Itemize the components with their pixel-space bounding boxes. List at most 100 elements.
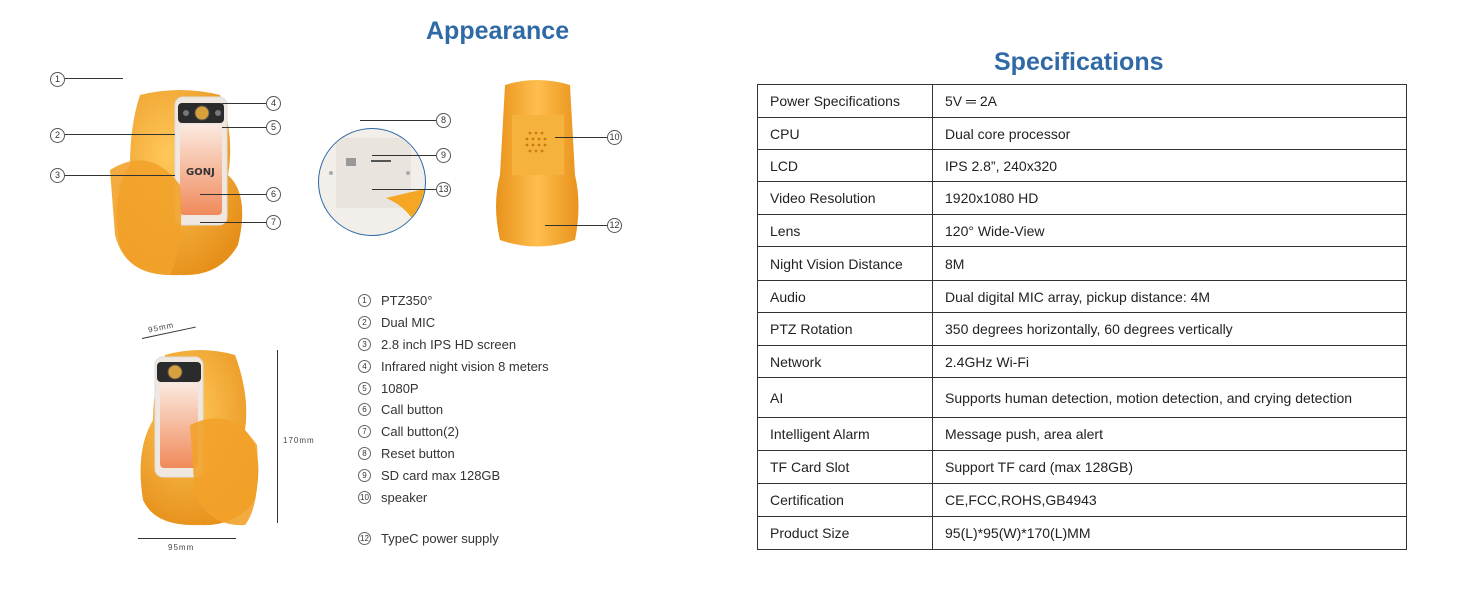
device-detail-zoom [318, 128, 426, 236]
feature-label: Dual MIC [381, 315, 436, 331]
callout-6: 6 [266, 187, 281, 202]
callout-8: 8 [436, 113, 451, 128]
appearance-title: Appearance [426, 17, 570, 45]
spec-value: 5V ═ 2A [932, 84, 1407, 118]
callout-1: 1 [50, 72, 65, 87]
feature-label: PTZ350° [381, 293, 433, 309]
spec-key: LCD [757, 149, 933, 182]
spec-value: IPS 2.8”, 240x320 [932, 149, 1407, 182]
spec-key: Intelligent Alarm [757, 417, 933, 451]
feature-item: 6 Call button [358, 399, 549, 421]
spec-key: PTZ Rotation [757, 312, 933, 346]
spec-key: TF Card Slot [757, 450, 933, 484]
spec-value: 1920x1080 HD [932, 181, 1407, 215]
feature-number: 12 [358, 532, 371, 546]
callout-13: 13 [436, 182, 451, 197]
callout-12: 12 [607, 218, 622, 233]
spec-key: Audio [757, 280, 933, 313]
spec-key: Certification [757, 483, 933, 517]
brand-logo: GONJ [186, 167, 215, 178]
leader-10 [555, 137, 607, 138]
leader-9 [372, 155, 436, 156]
leader-13 [372, 189, 436, 190]
spec-value: Supports human detection, motion detecti… [932, 377, 1407, 418]
dimension-line-height [277, 350, 278, 523]
callout-4: 4 [266, 96, 281, 111]
feature-label: SD card max 128GB [381, 467, 501, 483]
leader-2 [65, 134, 175, 135]
leader-3 [65, 175, 175, 176]
feature-label: Infrared night vision 8 meters [381, 358, 549, 374]
spec-value: Dual core processor [932, 117, 1407, 150]
leader-7 [200, 222, 266, 223]
device-back-illustration [496, 80, 579, 247]
feature-item: 9 SD card max 128GB [358, 464, 549, 486]
spec-value: Message push, area alert [932, 417, 1407, 451]
spec-key: Night Vision Distance [757, 246, 933, 281]
feature-item: 7 Call button(2) [358, 421, 549, 443]
spec-value: 8M [932, 246, 1407, 281]
feature-number: 9 [358, 468, 371, 482]
leader-12 [545, 225, 607, 226]
leader-1 [65, 78, 123, 79]
device-dimension-illustration [140, 350, 259, 526]
feature-number: 4 [358, 359, 371, 373]
feature-number: 6 [358, 403, 371, 417]
spec-value: CE,FCC,ROHS,GB4943 [932, 483, 1407, 517]
leader-5 [222, 127, 266, 128]
spec-value: 120° Wide-View [932, 214, 1407, 247]
spec-key: Power Specifications [757, 84, 933, 118]
feature-item: 3 2.8 inch IPS HD screen [358, 334, 549, 356]
device-front-illustration: GONJ [110, 90, 243, 276]
feature-item: 2 Dual MIC [358, 312, 549, 334]
spec-value: 350 degrees horizontally, 60 degrees ver… [932, 312, 1407, 346]
feature-number: 7 [358, 425, 371, 439]
spec-key: Network [757, 345, 933, 378]
specifications-title: Specifications [994, 48, 1164, 76]
leader-4 [222, 103, 266, 104]
feature-label: Reset button [381, 445, 455, 461]
feature-item: 12 TypeC power supply [358, 528, 549, 550]
feature-number: 3 [358, 337, 371, 351]
leader-6 [200, 194, 266, 195]
spec-value: 95(L)*95(W)*170(L)MM [932, 516, 1407, 550]
spec-key: CPU [757, 117, 933, 150]
feature-label: TypeC power supply [381, 531, 499, 547]
dimension-height: 170mm [283, 436, 315, 445]
spec-value: Dual digital MIC array, pickup distance:… [932, 280, 1407, 313]
dimension-line-width [138, 538, 236, 539]
spec-key: AI [757, 377, 933, 418]
feature-label: Call button [381, 402, 444, 418]
callout-10: 10 [607, 130, 622, 145]
feature-item: 5 1080P [358, 377, 549, 399]
feature-label: 1080P [381, 380, 419, 396]
callout-2: 2 [50, 128, 65, 143]
dimension-width: 95mm [168, 543, 195, 552]
leader-8 [360, 120, 436, 121]
spec-key: Lens [757, 214, 933, 247]
feature-number: 5 [358, 381, 371, 395]
callout-7: 7 [266, 215, 281, 230]
spec-key: Video Resolution [757, 181, 933, 215]
spec-key: Product Size [757, 516, 933, 550]
feature-label: Call button(2) [381, 424, 460, 440]
feature-number: 2 [358, 316, 371, 330]
callout-9: 9 [436, 148, 451, 163]
feature-number: 10 [358, 490, 371, 504]
spec-value: 2.4GHz Wi-Fi [932, 345, 1407, 378]
feature-label: 2.8 inch IPS HD screen [381, 336, 517, 352]
